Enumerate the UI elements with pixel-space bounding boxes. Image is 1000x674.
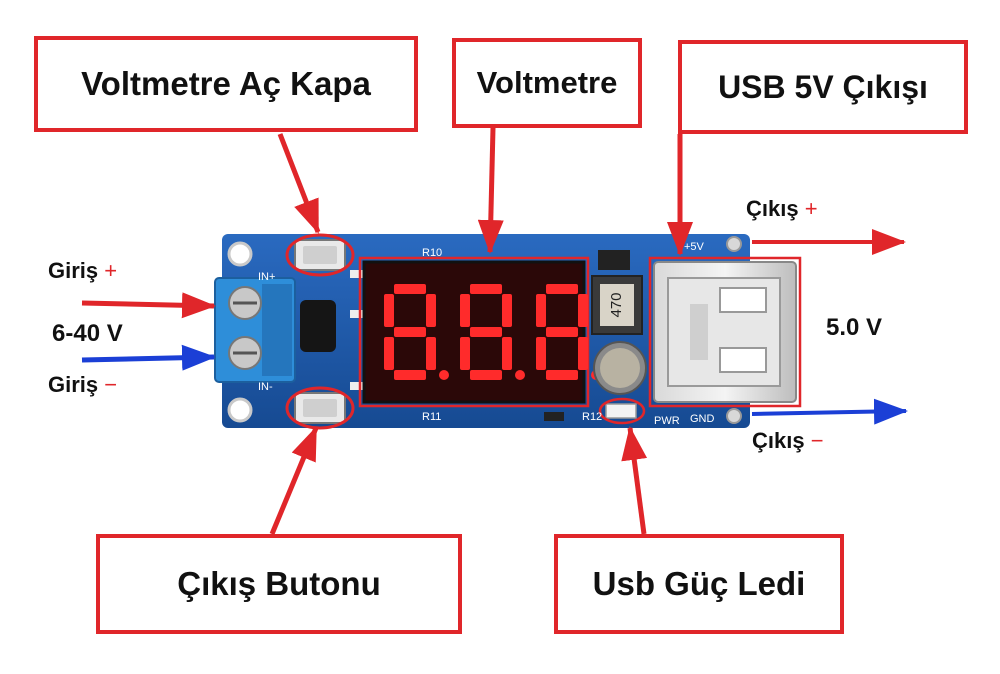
arrow-usb-led xyxy=(621,426,648,535)
segment-c xyxy=(426,337,436,370)
segment-d xyxy=(394,370,426,380)
segment-g xyxy=(546,327,578,337)
label-output-negative-text: Çıkış xyxy=(752,428,805,453)
label-input-range: 6-40 V xyxy=(52,320,123,348)
label-output-positive-text: Çıkış xyxy=(746,196,799,221)
segment-c xyxy=(502,337,512,370)
callout-output-button: Çıkış Butonu xyxy=(96,534,462,634)
callout-output-button-text: Çıkış Butonu xyxy=(177,565,381,602)
segment-d xyxy=(546,370,578,380)
label-output-negative-sign: − xyxy=(810,428,824,453)
label-output-negative: Çıkış − xyxy=(752,428,824,454)
callout-usb-power-led-text: Usb Güç Ledi xyxy=(592,565,806,602)
segment-a xyxy=(394,284,426,294)
inductor-face xyxy=(600,284,634,326)
smd-component xyxy=(598,250,630,270)
segment-f xyxy=(384,294,394,327)
label-output-positive-sign: + xyxy=(804,196,818,221)
regulator-chip xyxy=(300,300,336,352)
segment-g xyxy=(470,327,502,337)
mounting-hole xyxy=(726,408,742,424)
silk-5v: +5V xyxy=(684,241,705,253)
silk-r10: R10 xyxy=(422,247,442,259)
segment-b xyxy=(426,294,436,327)
label-input-range-text: 6-40 V xyxy=(52,320,123,347)
label-input-positive: Giriş + xyxy=(48,258,117,284)
arrow-input-positive xyxy=(81,292,216,319)
callout-usb-output: USB 5V Çıkışı xyxy=(678,40,968,134)
inductor-marking: 470 xyxy=(608,292,625,317)
callout-voltmeter-toggle-text: Voltmetre Aç Kapa xyxy=(81,65,371,102)
capacitor-top xyxy=(600,348,640,388)
segment-f xyxy=(460,294,470,327)
usb-highlight-box xyxy=(648,256,802,408)
highlight-ring-usb-led xyxy=(598,397,646,425)
segment-b xyxy=(502,294,512,327)
smd-component xyxy=(350,382,364,390)
label-input-positive-sign: + xyxy=(104,258,118,283)
label-output-voltage-text: 5.0 V xyxy=(826,314,883,341)
mounting-hole xyxy=(726,236,742,252)
arrow-voltmeter-toggle xyxy=(277,133,321,234)
label-input-positive-text: Giriş xyxy=(48,258,99,283)
arrow-output-negative xyxy=(751,398,908,425)
segment-e xyxy=(384,337,394,370)
segment-dp xyxy=(515,370,525,380)
smd-component xyxy=(350,270,364,278)
segment-a xyxy=(470,284,502,294)
callout-voltmeter: Voltmetre xyxy=(452,38,642,128)
segment-f xyxy=(536,294,546,327)
highlight-ring-voltmeter-toggle xyxy=(285,233,355,277)
arrow-input-negative xyxy=(81,344,216,371)
segment-dp xyxy=(439,370,449,380)
segment-a xyxy=(546,284,578,294)
display-highlight-box xyxy=(358,256,590,408)
segment-c xyxy=(578,337,588,370)
smd-component xyxy=(350,310,364,318)
voltmeter-toggle-button-cap xyxy=(303,246,337,264)
callout-usb-power-led: Usb Güç Ledi xyxy=(554,534,844,634)
silk-in-plus: IN+ xyxy=(258,271,275,283)
silk-pwr: PWR xyxy=(654,415,680,427)
mounting-hole xyxy=(227,241,253,267)
arrow-voltmeter xyxy=(477,127,504,254)
segment-g xyxy=(394,327,426,337)
output-button-cap xyxy=(303,399,337,417)
usb-tongue xyxy=(690,304,708,360)
silk-r12: R12 xyxy=(582,411,602,423)
mounting-hole xyxy=(227,397,253,423)
silk-in-minus: IN- xyxy=(258,381,273,393)
smd-component xyxy=(544,412,564,421)
callout-usb-output-text: USB 5V Çıkışı xyxy=(718,68,928,105)
label-input-negative-text: Giriş xyxy=(48,372,99,397)
usb-connector-slot xyxy=(719,287,767,313)
usb-connector-slot xyxy=(719,347,767,373)
segment-e xyxy=(460,337,470,370)
label-output-voltage: 5.0 V xyxy=(826,314,882,342)
display-digits xyxy=(384,284,601,380)
label-input-negative-sign: − xyxy=(104,372,118,397)
silk-r11: R11 xyxy=(422,411,441,423)
usb-power-led xyxy=(605,403,637,419)
label-input-negative: Giriş − xyxy=(48,372,117,398)
highlight-ring-output-button xyxy=(285,386,355,430)
segment-b xyxy=(578,294,588,327)
callout-voltmeter-text: Voltmetre xyxy=(476,65,618,100)
terminal-block-shade xyxy=(262,284,292,376)
segment-e xyxy=(536,337,546,370)
silk-gnd: GND xyxy=(690,413,715,425)
segment-d xyxy=(470,370,502,380)
arrow-output-button xyxy=(269,426,319,535)
callout-voltmeter-toggle: Voltmetre Aç Kapa xyxy=(34,36,418,132)
label-output-positive: Çıkış + xyxy=(746,196,818,222)
